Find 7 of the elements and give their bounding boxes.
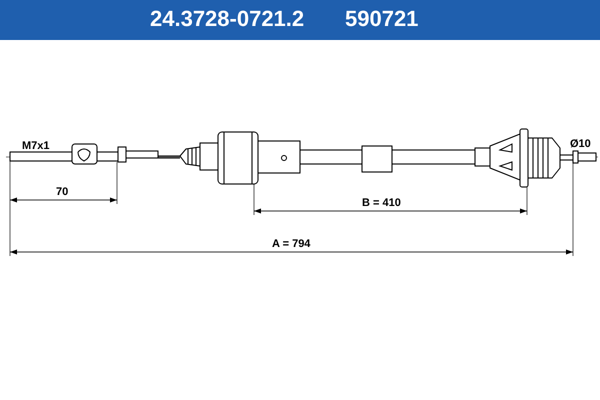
dimension-value: 70	[56, 186, 68, 198]
dimension-value: A = 794	[272, 238, 310, 250]
part-number: 590721	[345, 6, 418, 32]
part-number: 24.3728-0721.2	[150, 6, 304, 32]
dimension-value: B = 410	[362, 197, 401, 209]
thread-label: M7x1	[22, 140, 50, 152]
diameter-label: Ø10	[570, 138, 591, 150]
